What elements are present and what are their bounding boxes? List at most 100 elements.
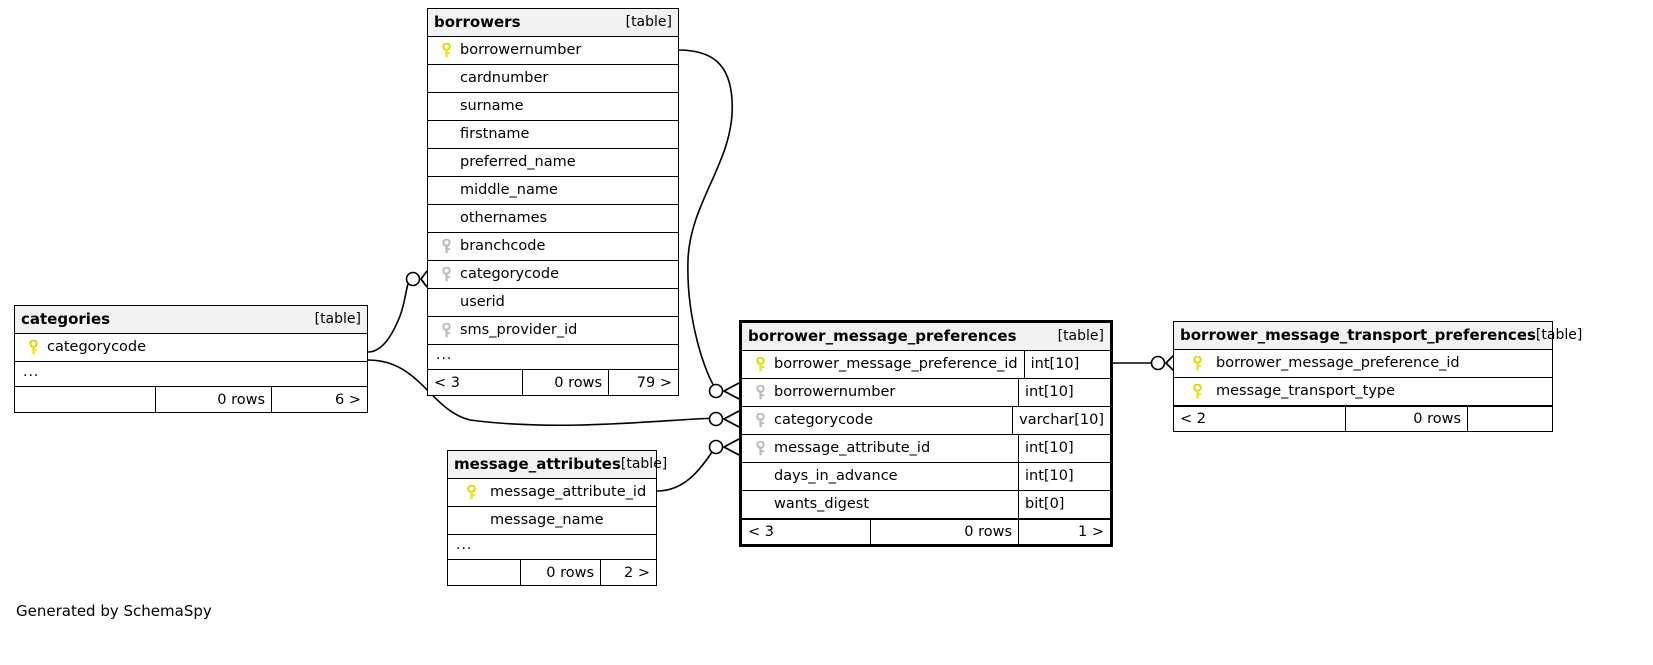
column-type: int[10] xyxy=(1018,379,1110,406)
column-row[interactable]: firstname xyxy=(428,121,678,149)
primary-key-icon xyxy=(23,339,43,355)
footer-parents[interactable]: < 3 xyxy=(748,524,774,540)
footer-rowcount: 0 rows xyxy=(155,387,271,412)
table-categories[interactable]: categories [table] categorycode ... 0 ro… xyxy=(14,305,368,413)
footer-parents[interactable]: < 3 xyxy=(434,374,460,391)
connector-circle xyxy=(405,271,421,287)
column-label: message_attribute_id xyxy=(490,484,647,500)
table-footer-borrowers: < 3 0 rows 79 > xyxy=(428,370,678,395)
column-label: wants_digest xyxy=(774,496,870,512)
column-row[interactable]: borrower_message_preference_id xyxy=(1174,350,1552,378)
connector-circle xyxy=(708,383,724,399)
footer-rowcount: 0 rows xyxy=(520,560,600,585)
table-footer-message-attributes: 0 rows 2 > xyxy=(448,560,656,585)
column-row[interactable]: borrower_message_preference_id int[10] xyxy=(742,351,1110,379)
column-name-cell: middle_name xyxy=(428,177,678,204)
column-label: preferred_name xyxy=(460,154,576,170)
footer-rowcount: 0 rows xyxy=(1345,407,1467,431)
table-message-attributes[interactable]: message_attributes [table] message_attri… xyxy=(447,450,667,586)
table-footer-borrower-message-transport-preferences: < 2 0 rows xyxy=(1174,406,1552,431)
column-label: categorycode xyxy=(47,339,147,355)
column-row[interactable]: othernames xyxy=(428,205,678,233)
generator-caption: Generated by SchemaSpy xyxy=(16,602,212,620)
table-title: categories xyxy=(21,310,111,328)
edge-borrowers-to-bmp xyxy=(677,49,733,390)
column-row[interactable]: categorycode xyxy=(15,334,367,362)
column-name-cell: days_in_advance xyxy=(742,463,1018,490)
table-type-tag: [table] xyxy=(620,456,668,472)
column-name-cell: cardnumber xyxy=(428,65,678,92)
column-row[interactable]: message_attribute_id xyxy=(448,479,656,507)
connector-circle xyxy=(708,439,724,455)
column-row[interactable]: cardnumber xyxy=(428,65,678,93)
column-name-cell: categorycode xyxy=(428,261,678,288)
table-type-tag: [table] xyxy=(1535,327,1583,343)
table-footer-categories: 0 rows 6 > xyxy=(15,387,367,412)
column-name-cell: branchcode xyxy=(428,233,678,260)
column-label: firstname xyxy=(460,126,530,142)
footer-parents[interactable]: < 2 xyxy=(1180,411,1206,427)
footer-rowcount: 0 rows xyxy=(870,520,1018,544)
column-name-cell: surname xyxy=(428,93,678,120)
table-borrower-message-preferences[interactable]: borrower_message_preferences [table] bor… xyxy=(739,320,1113,547)
column-label: message_name xyxy=(490,512,604,528)
footer-rowcount: 0 rows xyxy=(522,370,608,395)
table-header-borrowers: borrowers [table] xyxy=(428,9,678,37)
column-row[interactable]: userid xyxy=(428,289,678,317)
column-row[interactable]: message_name xyxy=(448,507,656,535)
column-label: categorycode xyxy=(460,266,560,282)
column-name-cell: borrowernumber xyxy=(428,37,678,64)
column-type: varchar[10] xyxy=(1012,407,1110,434)
connector-circle xyxy=(1150,355,1166,371)
column-row[interactable]: days_in_advance int[10] xyxy=(742,463,1110,491)
column-name-cell: firstname xyxy=(428,121,678,148)
column-name-cell: userid xyxy=(428,289,678,316)
foreign-key-icon xyxy=(436,266,456,282)
column-label: days_in_advance xyxy=(774,468,898,484)
table-title: borrower_message_transport_preferences xyxy=(1180,326,1536,344)
column-type: int[10] xyxy=(1018,435,1110,462)
footer-children[interactable]: 2 > xyxy=(600,560,656,585)
column-name-cell: borrower_message_preference_id xyxy=(742,351,1024,378)
column-row[interactable]: categorycode varchar[10] xyxy=(742,407,1110,435)
column-row[interactable]: branchcode xyxy=(428,233,678,261)
table-borrowers[interactable]: borrowers [table] borrowernumber cardnum… xyxy=(427,8,679,396)
column-row[interactable]: message_transport_type xyxy=(1174,378,1552,406)
column-row[interactable]: message_attribute_id int[10] xyxy=(742,435,1110,463)
column-label: middle_name xyxy=(460,182,558,198)
column-row[interactable]: middle_name xyxy=(428,177,678,205)
foreign-key-icon xyxy=(750,440,770,456)
column-row[interactable]: preferred_name xyxy=(428,149,678,177)
column-row[interactable]: wants_digest bit[0] xyxy=(742,491,1110,519)
table-header-message-attributes: message_attributes [table] xyxy=(448,451,667,479)
column-name-cell: message_name xyxy=(448,507,656,534)
edge-categories-to-borrowers xyxy=(367,278,411,353)
table-header-categories: categories [table] xyxy=(15,306,367,334)
crowsfoot xyxy=(722,438,740,456)
column-label: userid xyxy=(460,294,505,310)
table-borrower-message-transport-preferences[interactable]: borrower_message_transport_preferences [… xyxy=(1173,321,1582,432)
column-row[interactable]: surname xyxy=(428,93,678,121)
column-type: int[10] xyxy=(1023,351,1116,378)
foreign-key-icon xyxy=(436,322,456,338)
column-name-cell: sms_provider_id xyxy=(428,317,678,344)
column-row[interactable]: borrowernumber int[10] xyxy=(742,379,1110,407)
footer-children[interactable]: 1 > xyxy=(1018,520,1110,544)
table-type-tag: [table] xyxy=(625,14,672,30)
column-label: othernames xyxy=(460,210,548,226)
primary-key-icon xyxy=(456,484,486,500)
column-label: borrowernumber xyxy=(460,42,582,58)
column-row[interactable]: borrowernumber xyxy=(428,37,678,65)
column-name-cell: preferred_name xyxy=(428,149,678,176)
column-row[interactable]: sms_provider_id xyxy=(428,317,678,345)
footer-children[interactable]: 6 > xyxy=(271,387,367,412)
foreign-key-icon xyxy=(750,384,770,400)
footer-parents xyxy=(15,387,155,412)
column-row[interactable]: categorycode xyxy=(428,261,678,289)
primary-key-icon xyxy=(1182,383,1212,399)
footer-children[interactable]: 79 > xyxy=(608,370,678,395)
column-name-cell: message_attribute_id xyxy=(742,435,1018,462)
column-name-cell: categorycode xyxy=(15,334,367,361)
table-footer-borrower-message-preferences: < 3 0 rows 1 > xyxy=(742,519,1110,544)
